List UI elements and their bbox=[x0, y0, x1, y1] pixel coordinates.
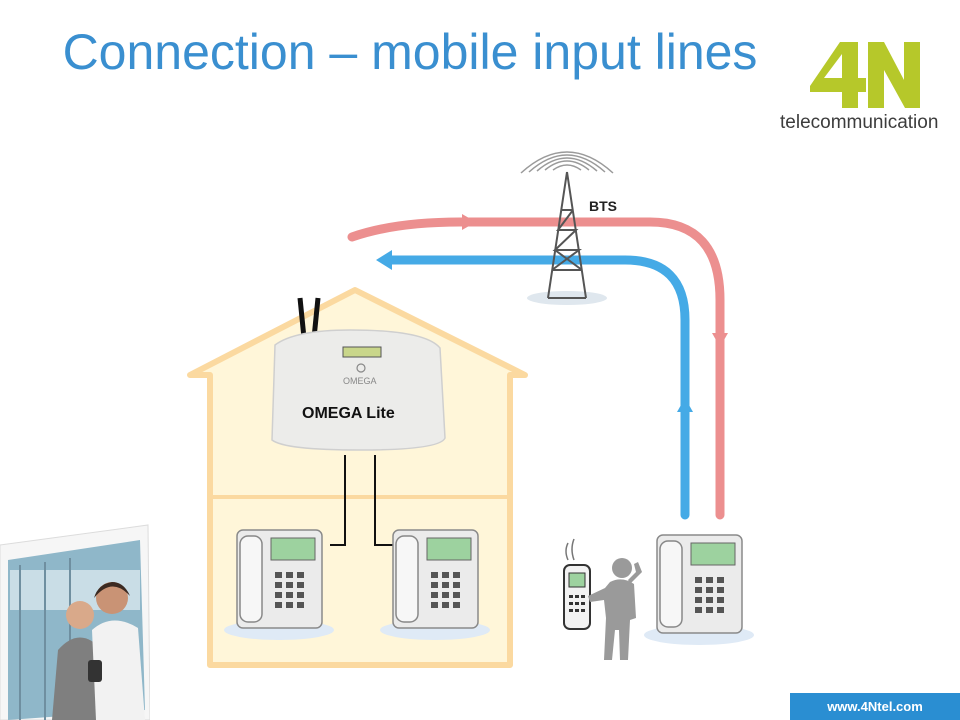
bts-tower-icon bbox=[520, 151, 614, 305]
person-icon bbox=[588, 558, 642, 660]
red-arrow-down-icon bbox=[712, 333, 728, 347]
blue-signal-path bbox=[376, 250, 693, 520]
desk-phone-icon bbox=[644, 534, 754, 645]
company-logo: telecommunication bbox=[780, 38, 960, 138]
footer-url-link[interactable]: www.4Ntel.com bbox=[827, 699, 923, 714]
slide-title: Connection – mobile input lines bbox=[62, 24, 758, 80]
logo-tagline: telecommunication bbox=[780, 112, 939, 133]
people-photo-image bbox=[0, 524, 150, 720]
gateway-device: OMEGA bbox=[271, 297, 446, 451]
footer-bar: www.4Ntel.com bbox=[790, 693, 960, 720]
antenna-icon bbox=[297, 297, 307, 339]
mobile-phone-icon bbox=[563, 538, 591, 630]
gateway-brand: OMEGA bbox=[343, 376, 377, 386]
logo-4n-mark bbox=[810, 42, 920, 108]
bts-label: BTS bbox=[589, 198, 617, 214]
gateway-label: OMEGA Lite bbox=[302, 405, 395, 422]
desk-phone-icon bbox=[380, 529, 490, 640]
desk-phone-icon bbox=[224, 529, 334, 640]
blue-arrow-left-icon bbox=[376, 250, 392, 270]
red-arrow-right-icon bbox=[462, 214, 476, 230]
phone-wires bbox=[330, 455, 393, 546]
gateway-display bbox=[342, 346, 382, 358]
red-signal-path bbox=[347, 214, 728, 520]
blue-arrow-up-icon bbox=[677, 398, 693, 412]
